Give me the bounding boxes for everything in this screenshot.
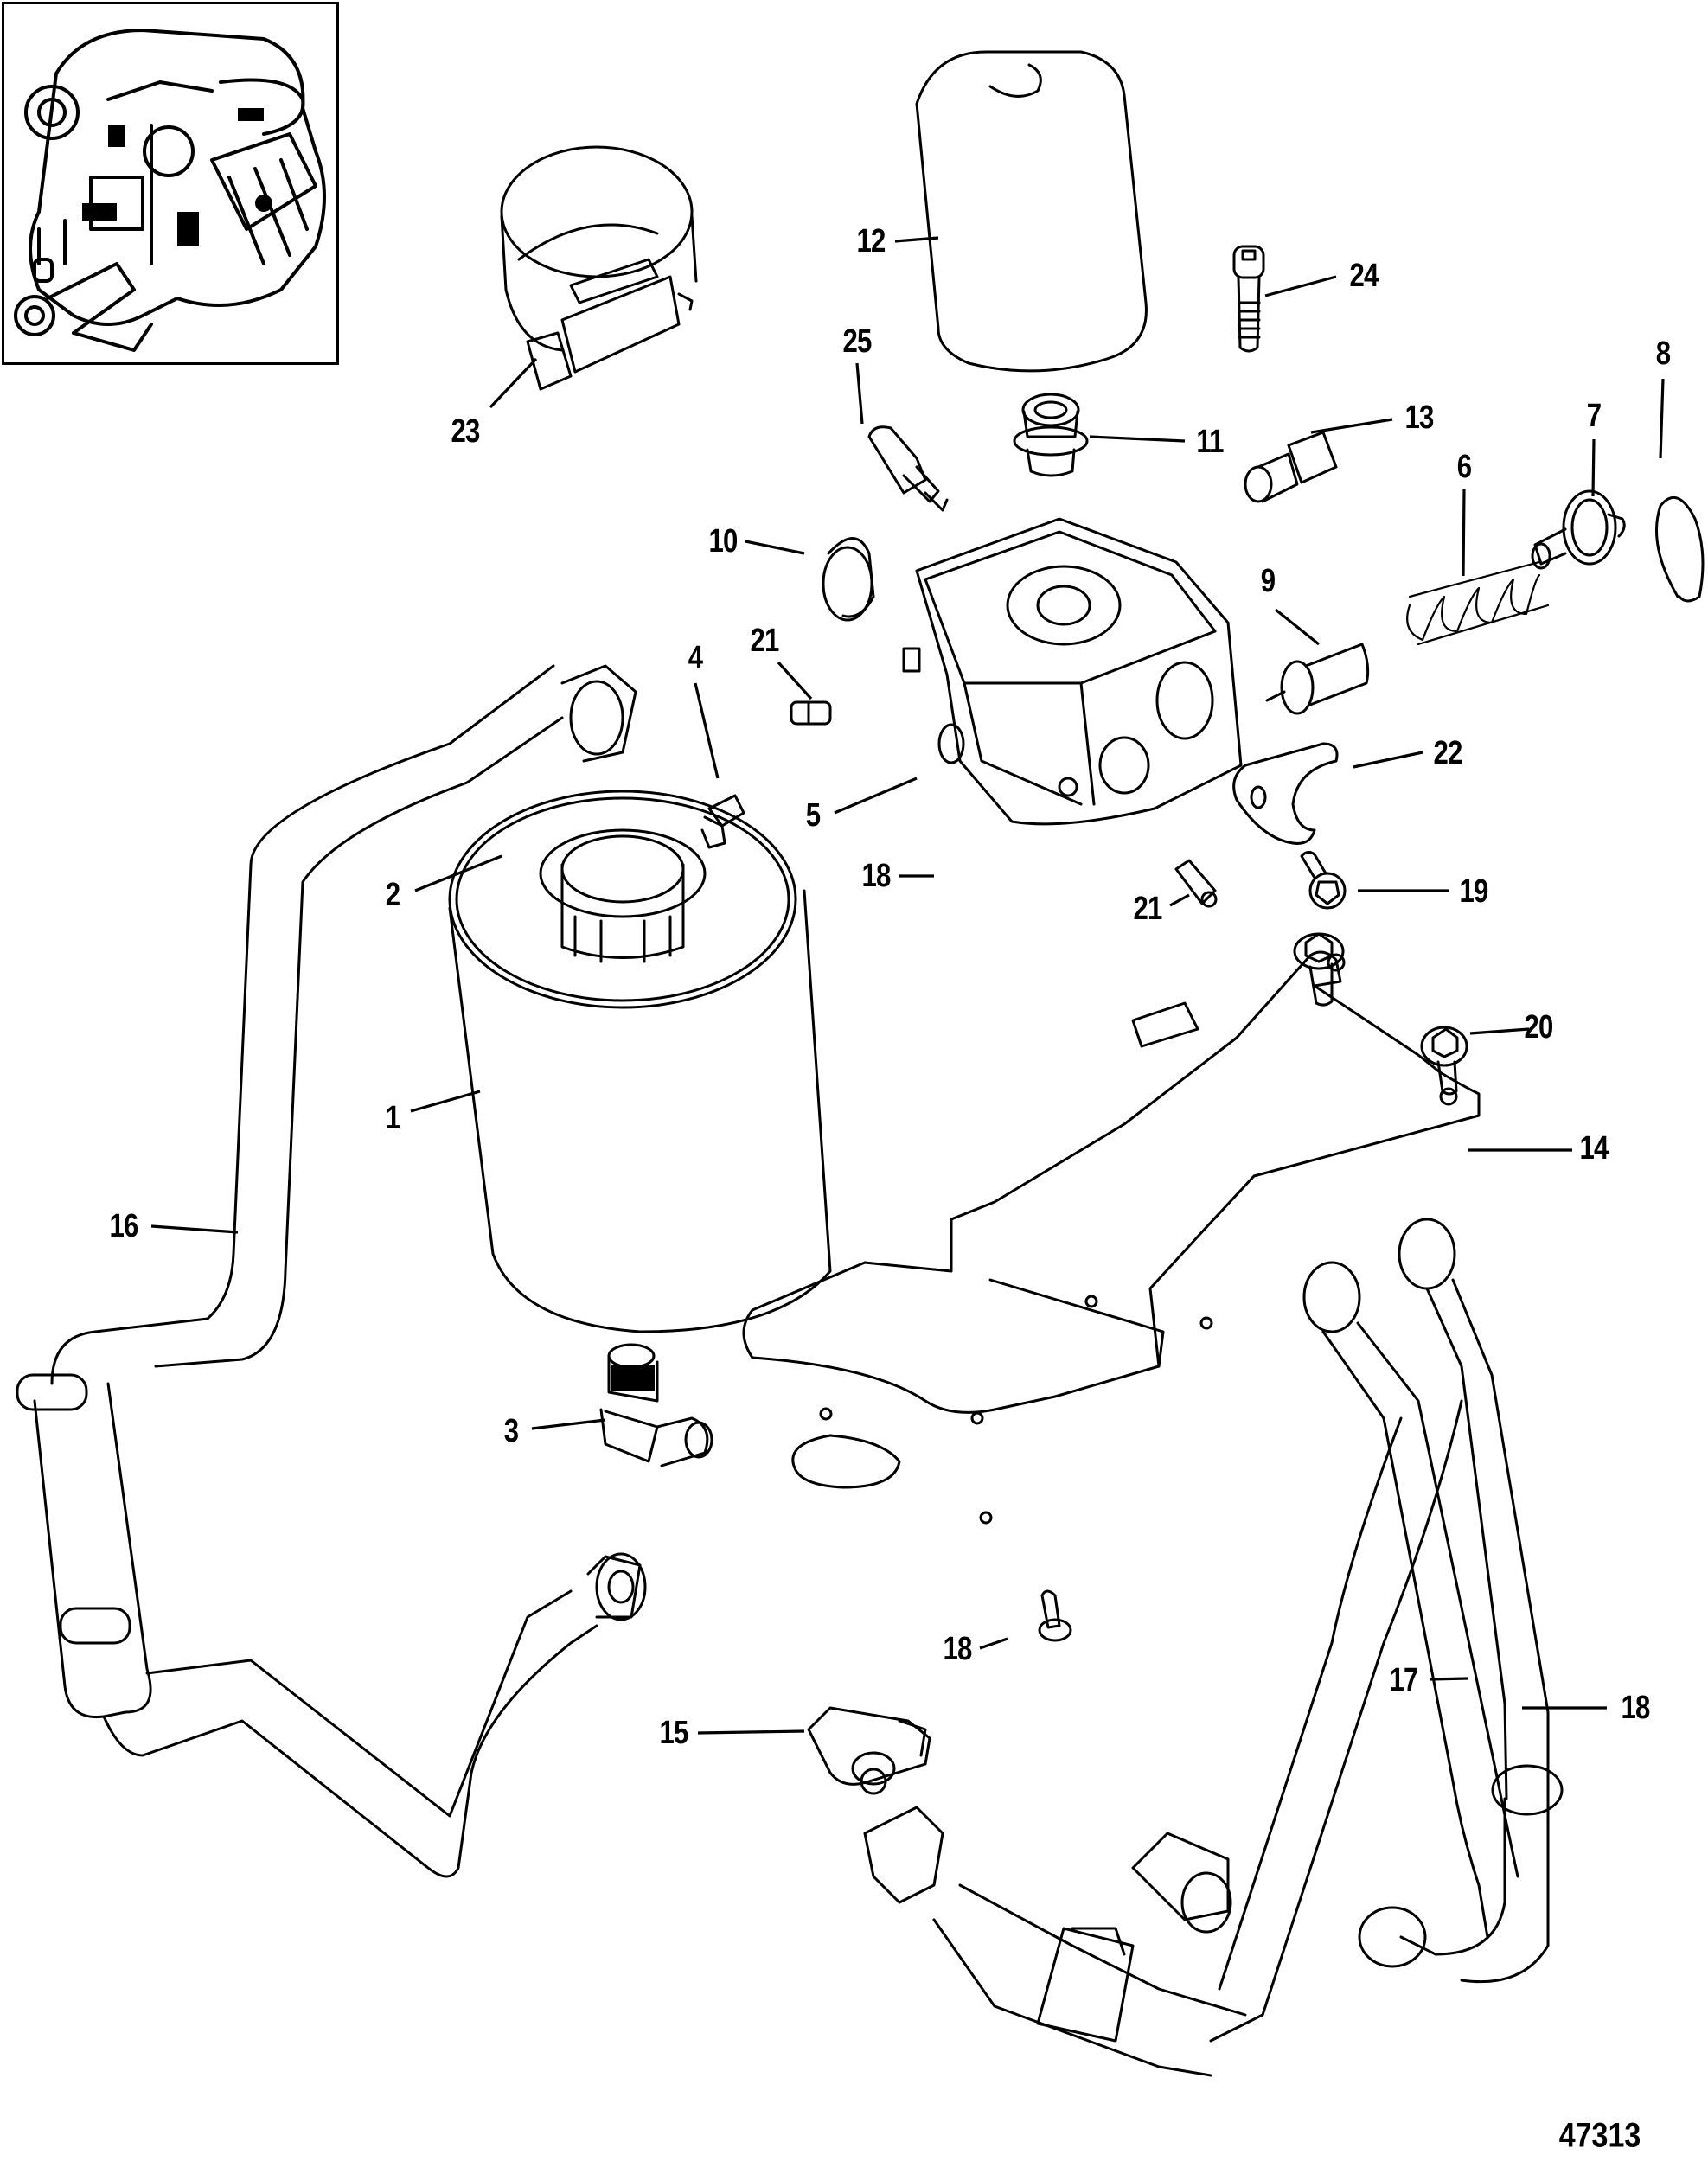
callout-4[interactable]: 4 (688, 640, 703, 676)
callout-18-lower[interactable]: 18 (943, 1631, 972, 1667)
valve-cap-drawing (1531, 489, 1626, 570)
hose-clamp-drawing (500, 145, 698, 391)
callout-21-upper[interactable]: 21 (750, 623, 779, 659)
filter-cartridge-drawing (915, 50, 1148, 373)
elbow-thread-shade (611, 1365, 655, 1391)
callout-17[interactable]: 17 (1389, 1662, 1418, 1698)
leader-20 (1469, 1027, 1530, 1035)
figure-number: 47313 (1558, 2116, 1641, 2155)
leader-16 (150, 1224, 239, 1234)
leader-8 (1659, 378, 1665, 459)
callout-1[interactable]: 1 (385, 1100, 400, 1136)
plug-fitting-drawing (1013, 393, 1089, 477)
callout-10[interactable]: 10 (708, 523, 738, 559)
callout-15[interactable]: 15 (659, 1715, 688, 1751)
fitting-drawing-upper (790, 700, 832, 726)
callout-7[interactable]: 7 (1586, 398, 1602, 434)
sensor-drawing (867, 425, 949, 512)
screw-18-lower-drawing (1038, 1589, 1072, 1642)
callout-21-lower[interactable]: 21 (1133, 891, 1162, 927)
clip-drawing (1232, 742, 1339, 845)
leader-23 (489, 357, 538, 409)
callout-9[interactable]: 9 (1260, 563, 1276, 599)
leader-24 (1264, 275, 1337, 297)
spring-drawing (1406, 560, 1550, 646)
leader-lines (150, 236, 1665, 1735)
leader-17 (1429, 1677, 1468, 1681)
leader-25 (855, 362, 864, 425)
leader-21b (1169, 893, 1190, 907)
leader-2 (414, 854, 502, 892)
leader-13 (1310, 418, 1393, 434)
leader-6 (1462, 489, 1466, 577)
leader-21a (777, 661, 813, 700)
elbow-fitting-15-drawing (807, 1706, 931, 1795)
leader-12 (894, 236, 939, 243)
leader-22 (1353, 751, 1423, 769)
leader-1 (410, 1090, 481, 1113)
leader-15 (697, 1729, 805, 1735)
leader-11 (1089, 435, 1186, 443)
fitting-drawing-lower (1174, 859, 1218, 908)
hose-16-drawing (16, 664, 647, 1878)
leader-9 (1275, 608, 1320, 646)
socket-screw-drawing (1232, 245, 1265, 353)
sender-drawing (1244, 431, 1338, 503)
callout-13[interactable]: 13 (1404, 400, 1434, 436)
screw-19-drawing (1300, 850, 1347, 910)
leader-18b (979, 1637, 1008, 1650)
retaining-ring-drawing (1655, 496, 1705, 603)
callout-18-upper[interactable]: 18 (861, 858, 891, 894)
callout-14[interactable]: 14 (1579, 1130, 1609, 1167)
callout-23[interactable]: 23 (451, 413, 480, 450)
plug-drawing (822, 537, 875, 622)
elbow-fitting-3-drawing (599, 1343, 713, 1467)
callout-16[interactable]: 16 (109, 1208, 138, 1244)
engine-sketch-icon (14, 29, 326, 352)
callout-18-hose[interactable]: 18 (1621, 1690, 1650, 1726)
engine-inset-thumbnail (2, 2, 339, 365)
leader-4 (694, 682, 720, 779)
callout-12[interactable]: 12 (856, 223, 886, 259)
callout-3[interactable]: 3 (503, 1413, 519, 1449)
callout-5[interactable]: 5 (805, 797, 821, 834)
callout-22[interactable]: 22 (1433, 735, 1462, 771)
callout-2[interactable]: 2 (385, 877, 400, 913)
callout-20[interactable]: 20 (1524, 1009, 1553, 1045)
callout-25[interactable]: 25 (842, 323, 872, 360)
drain-valve-drawing (700, 794, 745, 849)
callout-11[interactable]: 11 (1196, 424, 1224, 460)
leader-3 (531, 1418, 606, 1430)
callout-24[interactable]: 24 (1349, 258, 1379, 294)
leader-7 (1591, 438, 1596, 497)
valve-piston-drawing (1265, 643, 1370, 715)
hoses-17-18-drawing (863, 1218, 1564, 2077)
leader-10 (745, 540, 805, 555)
filter-canister-drawing (448, 790, 832, 1333)
callout-8[interactable]: 8 (1655, 336, 1671, 372)
callout-6[interactable]: 6 (1456, 449, 1472, 485)
mounting-bracket-drawing (742, 950, 1481, 1525)
filter-housing-drawing (902, 517, 1243, 826)
callout-19[interactable]: 19 (1459, 873, 1488, 910)
leader-5 (834, 777, 918, 815)
